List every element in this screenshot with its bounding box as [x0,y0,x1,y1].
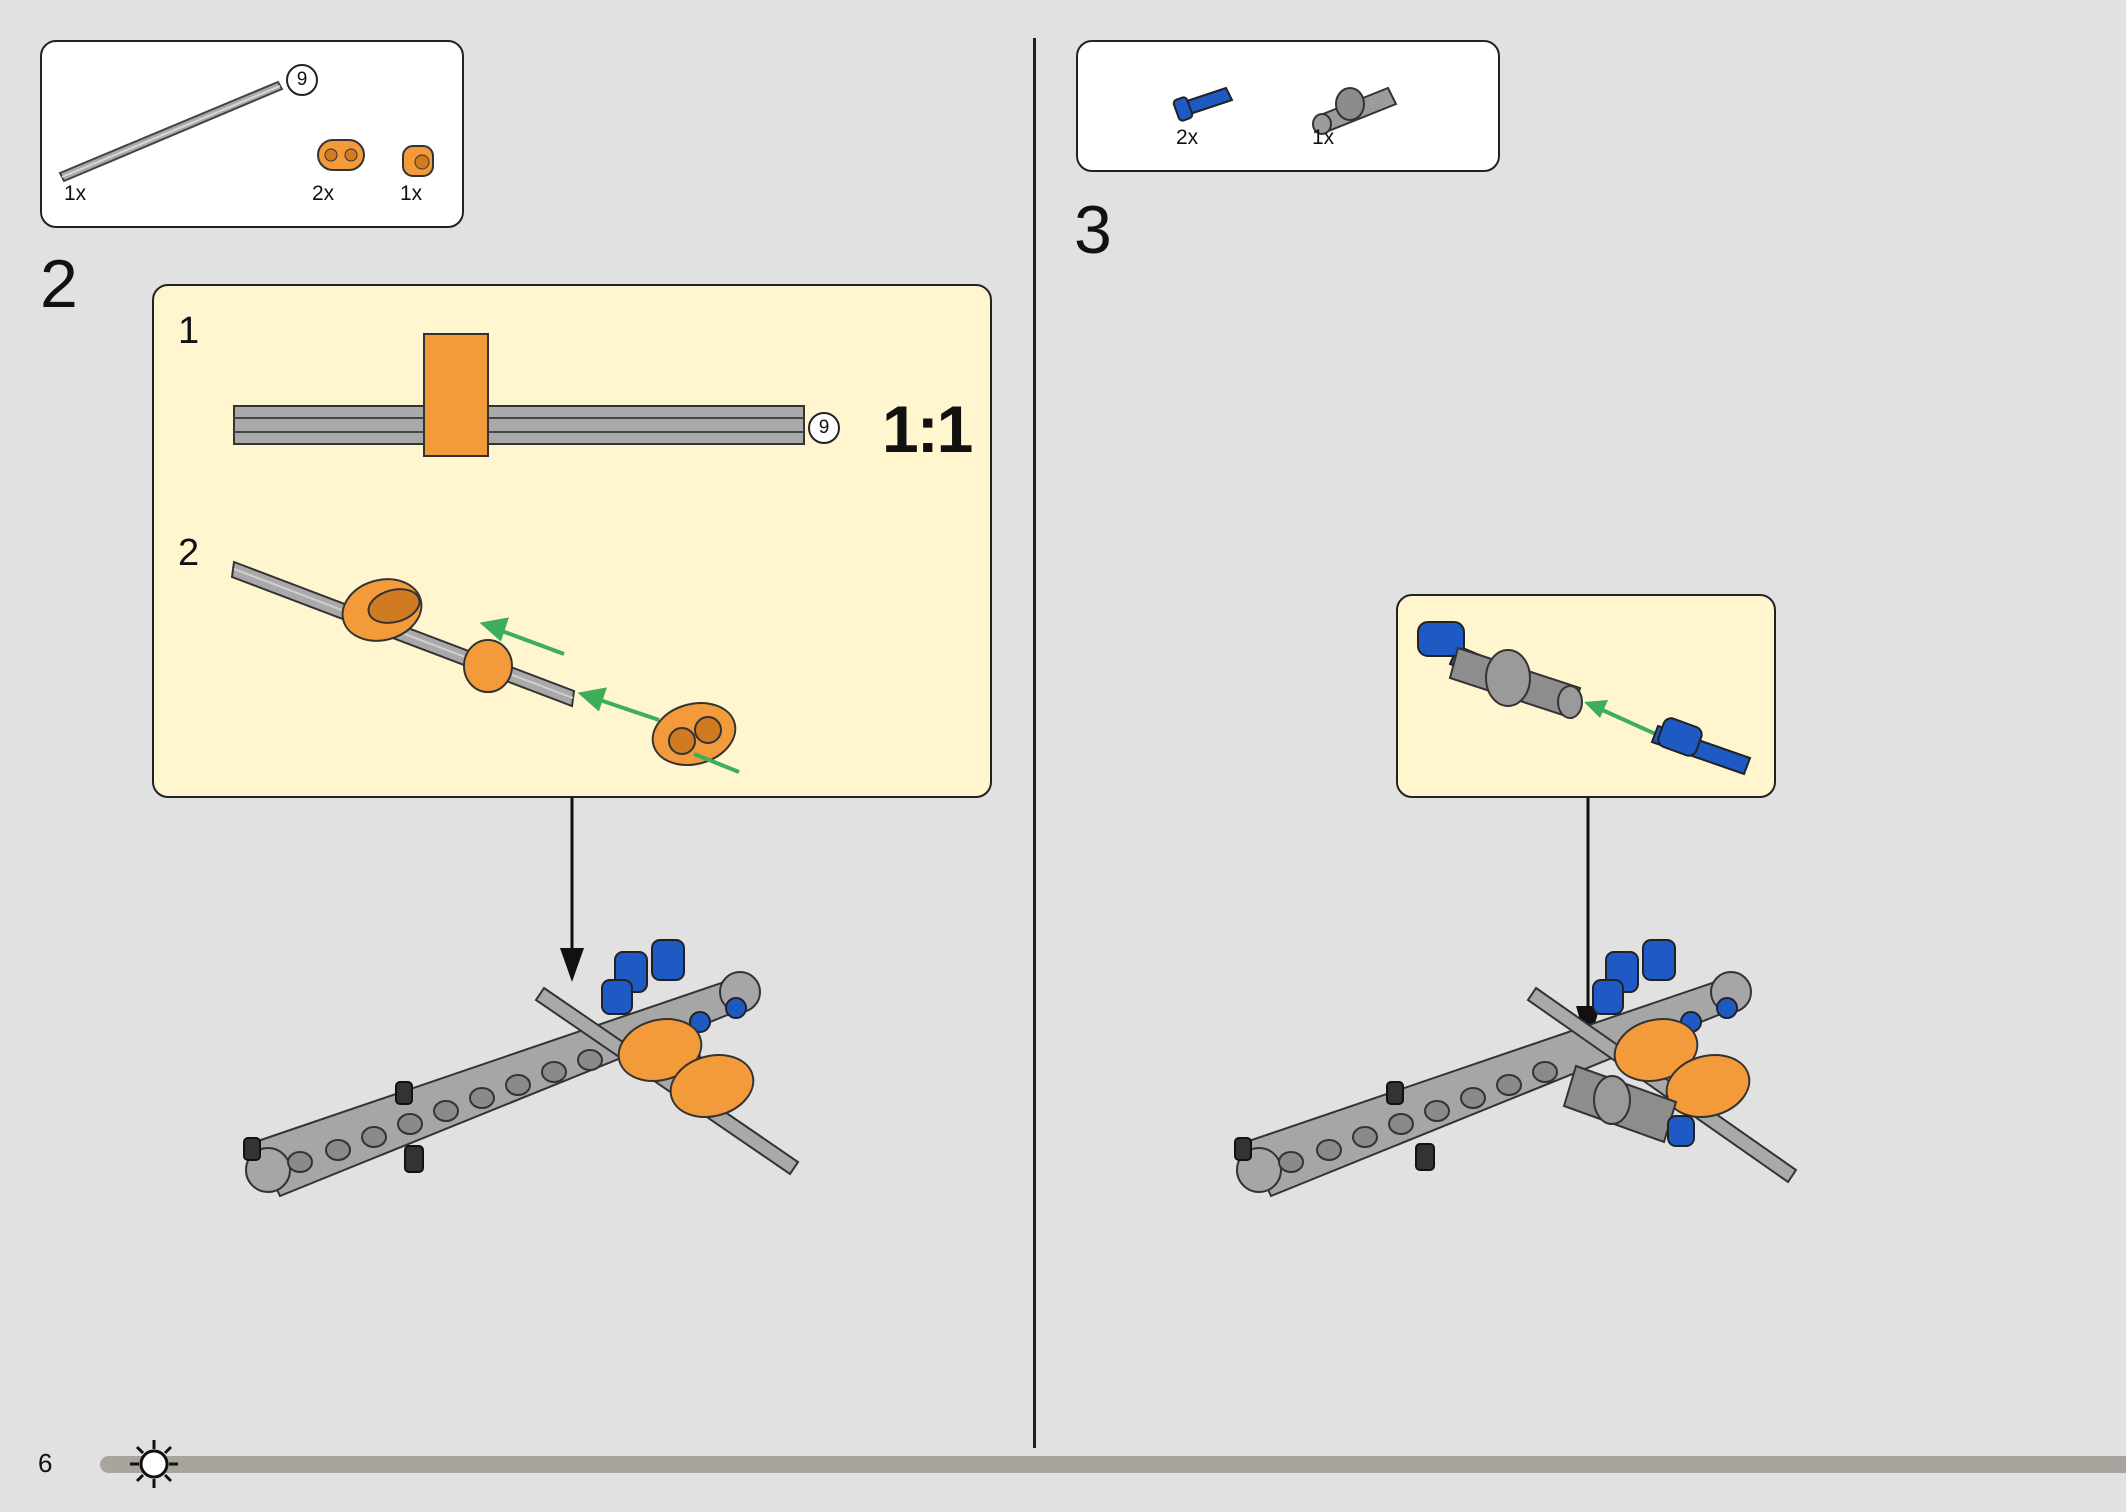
step3-model-illustration [1234,939,1798,1198]
connector-pin-illustration [1417,621,1752,776]
orange-bush-part [402,145,434,177]
step2-subassembly-box: 1 9 1:1 2 [152,284,992,798]
axle-qty: 1x [64,182,87,205]
step3-subassembly-box [1396,594,1776,798]
blue-pin-qty: 2x [1176,126,1199,149]
axle-assembly-illustration [230,560,740,774]
substep-2-number: 2 [178,532,200,574]
step2-parts-box: 9 1x 2x 1x [40,40,464,228]
step3-parts-illustration [1172,86,1398,135]
step2-number: 2 [40,246,78,322]
substep-1-number: 1 [178,310,200,352]
blue-pin-part [1172,86,1234,122]
grey-connector-qty: 1x [1312,126,1335,149]
axle-length-badge: 9 [286,64,318,96]
step2-model-illustration [243,939,800,1198]
axle-9-part [58,80,434,183]
attach-arrow-step2 [560,798,584,982]
orange-beam-part [317,139,365,171]
gear-icon [130,1440,178,1488]
step3-parts-box: 2x 1x [1076,40,1500,172]
page-divider [1033,38,1036,1448]
grey-connector-part [1312,86,1398,135]
axle-scale-view [233,333,805,457]
scale-length-badge: 9 [808,412,840,444]
orange-bush-qty: 1x [400,182,423,205]
progress-bar [100,1456,2126,1473]
insert-arrows [479,617,740,774]
page-number: 6 [38,1448,53,1478]
orange-beam-qty: 2x [312,182,335,205]
step3-number: 3 [1074,192,1112,268]
scale-label: 1:1 [882,392,973,466]
